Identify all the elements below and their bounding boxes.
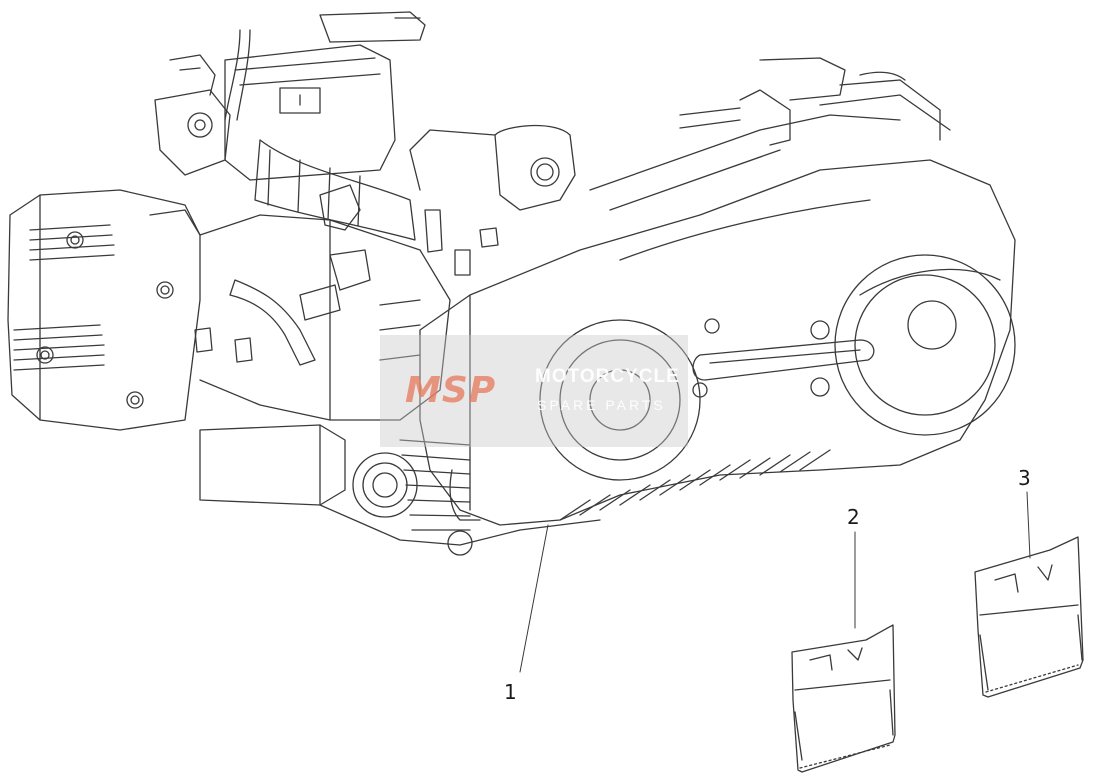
cylinder-head — [7, 189, 201, 431]
leader-line-1 — [519, 524, 549, 673]
watermark-subtitle: SPARE PARTS — [537, 397, 666, 413]
gasket-bag-3 — [974, 536, 1084, 698]
leader-line-3 — [1026, 491, 1031, 559]
cvt-cover — [419, 159, 1016, 526]
gasket-bag-2 — [791, 624, 896, 773]
engine-assembly — [7, 11, 1016, 556]
watermark-logo: MSP — [405, 370, 497, 411]
starter-motor — [199, 424, 346, 506]
throttle-body — [224, 44, 396, 181]
watermark-title: MOTORCYCLE — [535, 366, 680, 387]
watermark-box — [380, 335, 688, 447]
callout-1: 1 — [504, 680, 517, 704]
callout-2: 2 — [847, 505, 860, 529]
callout-3: 3 — [1018, 466, 1031, 490]
cylinder-body — [199, 214, 451, 421]
